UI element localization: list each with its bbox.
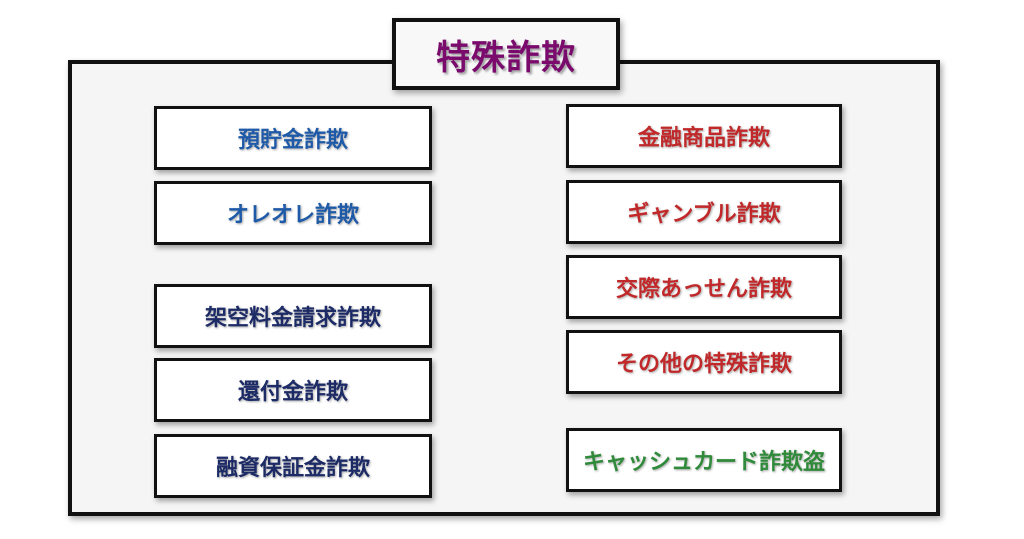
box-oreore-fraud: オレオレ詐欺 bbox=[154, 181, 432, 245]
box-refund-fraud: 還付金詐欺 bbox=[154, 358, 432, 422]
box-other-special-fraud: その他の特殊詐欺 bbox=[566, 330, 842, 394]
diagram-title: 特殊詐欺 bbox=[392, 18, 620, 90]
box-deposit-fraud: 預貯金詐欺 bbox=[154, 106, 432, 170]
box-cash-card-theft: キャッシュカード詐欺盗 bbox=[566, 428, 842, 492]
box-dating-mediation-fraud: 交際あっせん詐欺 bbox=[566, 255, 842, 319]
box-fictitious-billing-fraud: 架空料金請求詐欺 bbox=[154, 284, 432, 348]
box-gambling-fraud: ギャンブル詐欺 bbox=[566, 180, 842, 244]
box-loan-guarantee-fraud: 融資保証金詐欺 bbox=[154, 434, 432, 498]
box-financial-product-fraud: 金融商品詐欺 bbox=[566, 104, 842, 168]
